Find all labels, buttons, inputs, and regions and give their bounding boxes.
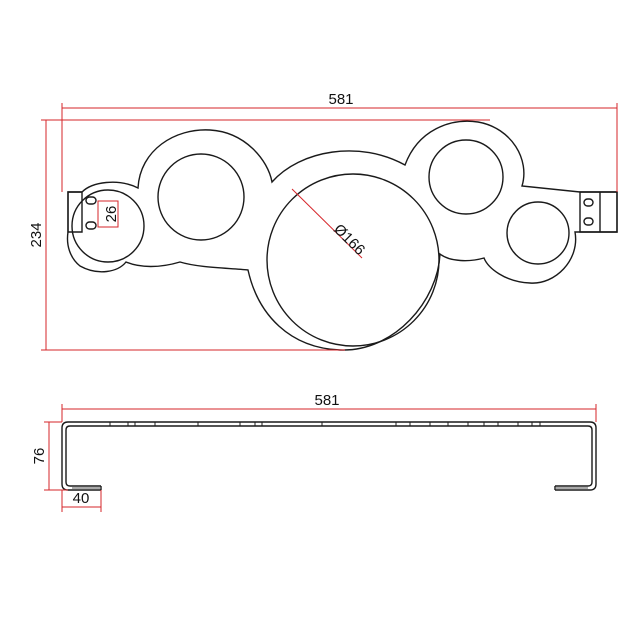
side-height-label: 76: [31, 448, 48, 465]
top-view-part: [66, 120, 618, 351]
flange-label: 40: [73, 490, 90, 507]
side-view-part: [61, 421, 597, 491]
small-hole-right: [506, 201, 570, 265]
left-slot-top: [85, 196, 97, 205]
top-width-label: 581: [328, 91, 353, 108]
slot-height-label: 26: [103, 206, 120, 223]
side-width-label: 581: [314, 392, 339, 409]
top-view-dim-labels: 581 234 26 Ø166: [28, 91, 368, 259]
right-tab: [579, 191, 618, 233]
outer-contour: [66, 120, 618, 351]
diameter-label: Ø166: [330, 221, 368, 259]
side-view-dim-labels: 581 76 40: [31, 392, 340, 507]
left-slot-bottom: [85, 221, 97, 230]
slot-dim-box: [97, 200, 119, 228]
side-view-dimensions: [44, 404, 597, 512]
side-profile-outer: [61, 421, 597, 491]
left-tab: [67, 191, 83, 233]
large-hole-center: [266, 173, 440, 347]
side-feature-ticks: [109, 422, 541, 426]
top-height-label: 234: [28, 222, 45, 247]
top-view-dimensions: [41, 103, 618, 351]
small-hole-left: [71, 189, 145, 263]
medium-hole-right: [428, 139, 504, 215]
right-slot-bottom: [583, 217, 594, 226]
medium-hole-left: [157, 153, 245, 241]
side-profile-inner: [65, 425, 593, 487]
right-slot-top: [583, 198, 594, 207]
diameter-leader: [291, 188, 363, 259]
